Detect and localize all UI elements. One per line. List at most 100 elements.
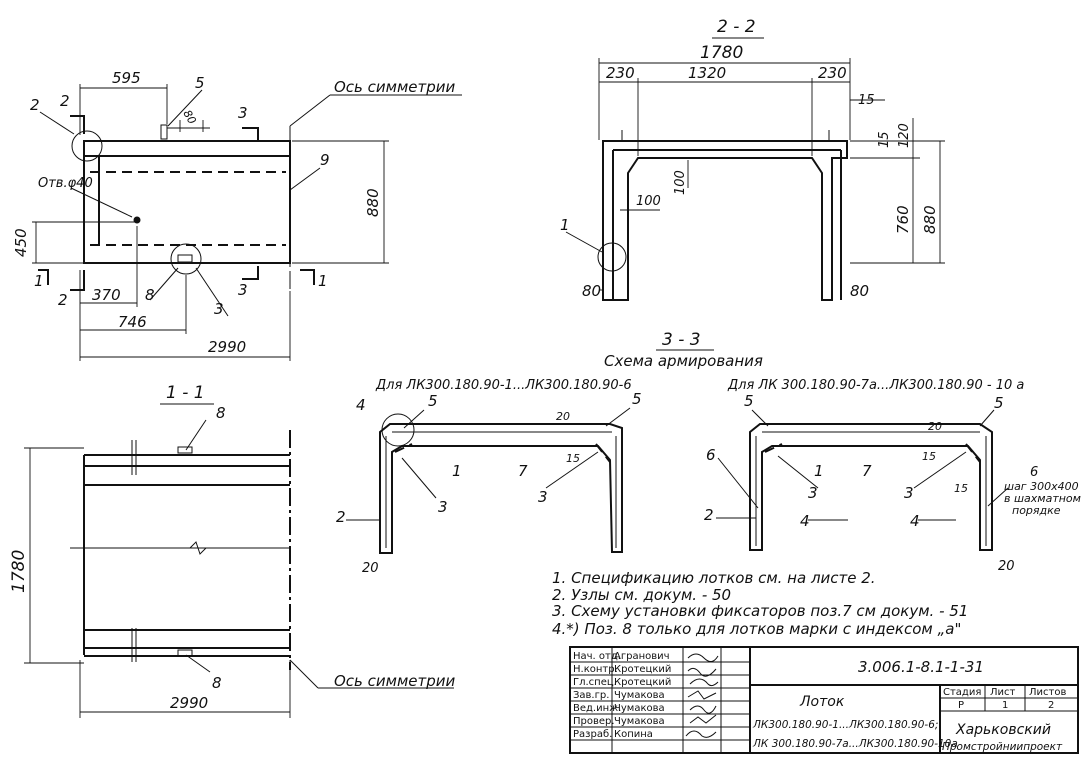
- dim-230-left: 230: [606, 64, 635, 82]
- marks-line-1: ЛК300.180.90-1...ЛК300.180.90-6;: [752, 719, 938, 731]
- signature: [687, 653, 719, 662]
- right-note-6: 6: [1030, 465, 1038, 480]
- org-line-2: Промстройниипроект: [942, 741, 1063, 753]
- axis-label-plan: Ось симметрии: [334, 78, 456, 96]
- right-dim-15b: 15: [954, 482, 968, 495]
- right-pos-2: 2: [704, 506, 714, 524]
- dim-760: 760: [894, 205, 912, 234]
- plan-view: 595 5 80 2 2 3 Ось симметрии 9 Отв.φ40 4…: [12, 69, 462, 361]
- dim-100-horiz: 100: [636, 194, 661, 209]
- trough-cross-section: [602, 140, 848, 301]
- dim-80-left: 80: [582, 282, 601, 300]
- name-5: Чумакова: [614, 716, 665, 727]
- right-pos-5a: 5: [744, 392, 754, 410]
- left-pos-7: 7: [518, 462, 528, 480]
- role-0: Нач. отд.: [573, 651, 621, 662]
- note-1: 1. Спецификацию лотков см. на листе 2.: [552, 569, 876, 587]
- name-0: Агранович: [614, 651, 670, 662]
- col-sheet: Лист: [990, 687, 1016, 698]
- section-2-2: 2 - 2 1780 230 1320 230 15 15 120 100 1: [560, 17, 945, 301]
- dim-80: 80: [180, 108, 198, 127]
- pos-8-top: 8: [216, 404, 226, 422]
- role-2: Гл.спец.: [573, 677, 617, 688]
- section-3-3-title: 3 - 3: [662, 330, 701, 350]
- left-dim-20b: 20: [556, 410, 570, 423]
- left-pos-5a: 5: [428, 392, 438, 410]
- pos-9-label: 9: [320, 151, 330, 169]
- role-5: Провер.: [573, 716, 615, 727]
- hole-label: Отв.φ40: [38, 176, 93, 191]
- cut-3-top: 3: [238, 104, 248, 122]
- section-2-2-title: 2 - 2: [717, 17, 756, 37]
- org-line-1: Харьковский: [955, 722, 1051, 738]
- left-dim-15: 15: [566, 452, 580, 465]
- dim-1320: 1320: [688, 64, 726, 82]
- dim-880-22: 880: [921, 205, 939, 234]
- right-note-6-line1: шаг 300х400: [1004, 480, 1079, 493]
- right-pos-6: 6: [706, 446, 716, 464]
- note-2: 2. Узлы см. докум. - 50: [552, 586, 731, 604]
- left-pos-4: 4: [356, 396, 366, 414]
- dim-15-mid: 15: [877, 131, 892, 148]
- role-6: Разраб.: [573, 729, 612, 740]
- right-dim-20a: 20: [928, 420, 942, 433]
- dim-880-plan: 880: [364, 188, 382, 217]
- pos-8-label: 8: [145, 286, 155, 304]
- reinforcement-right: 5 5 6 1 7 3 3 2 4 4 20 15 15 20 6 шаг 30…: [704, 392, 1081, 574]
- role-3: Зав.гр.: [573, 690, 609, 701]
- section-3-3: 3 - 3 Схема армирования Для ЛК300.180.90…: [336, 330, 1081, 576]
- dim-230-right: 230: [818, 64, 847, 82]
- name-3: Чумакова: [614, 690, 665, 701]
- cut-3-bottom: 3: [238, 281, 248, 299]
- right-pos-3b: 3: [904, 484, 914, 502]
- left-pos-1: 1: [452, 462, 462, 480]
- dim-100-vert: 100: [673, 170, 688, 195]
- axis-label-11: Ось симметрии: [334, 672, 456, 690]
- pos-2-label: 2: [30, 96, 40, 114]
- signature: [685, 730, 717, 738]
- left-pos-5b: 5: [632, 390, 642, 408]
- notes-block: 1. Спецификацию лотков см. на листе 2. 2…: [552, 569, 968, 638]
- doc-number: 3.006.1-8.1-1-31: [858, 658, 984, 676]
- left-dim-20a: 20: [362, 561, 379, 576]
- col-sheets: Листов: [1029, 687, 1066, 698]
- cut-2-top: 2: [60, 92, 70, 110]
- signature: [687, 690, 717, 700]
- right-dim-20b: 20: [998, 559, 1015, 574]
- right-caption: Для ЛК 300.180.90-7а...ЛК300.180.90 - 10…: [727, 378, 1024, 393]
- val-stage: Р: [958, 700, 964, 711]
- role-4: Вед.инж.: [573, 703, 621, 714]
- reinforcement-left: 4 5 5 1 7 3 3 2 20 20 15: [336, 390, 642, 576]
- node-2-circle: [71, 130, 103, 162]
- left-pos-2: 2: [336, 508, 346, 526]
- pos-1-label-22: 1: [560, 216, 570, 234]
- right-note-6-line2: в шахматном: [1004, 492, 1081, 505]
- section-1-1-title: 1 - 1: [166, 383, 205, 403]
- dim-120: 120: [897, 123, 912, 148]
- product-name: Лоток: [799, 694, 845, 710]
- right-note-6-line3: порядке: [1012, 504, 1061, 517]
- left-pos-3b: 3: [538, 488, 548, 506]
- right-pos-4a: 4: [800, 512, 810, 530]
- marks-line-2: ЛК 300.180.90-7а...ЛК300.180.90-10а: [752, 738, 958, 750]
- signature: [689, 714, 717, 724]
- dim-746: 746: [118, 313, 147, 331]
- dim-80-right: 80: [850, 282, 869, 300]
- dim-370: 370: [92, 286, 121, 304]
- name-2: Кротецкий: [614, 677, 671, 688]
- cut-1-left: 1: [34, 272, 44, 290]
- role-1: Н.контр.: [573, 664, 618, 675]
- right-pos-4b: 4: [910, 512, 920, 530]
- section-3-3-subtitle: Схема армирования: [604, 352, 763, 370]
- name-6: Копина: [614, 729, 653, 740]
- dim-1780-11: 1780: [9, 550, 29, 593]
- pos-3-label: 3: [214, 300, 224, 318]
- dim-595: 595: [112, 69, 141, 87]
- pos-8-bottom: 8: [212, 674, 222, 692]
- dim-450: 450: [12, 228, 30, 257]
- col-stage: Стадия: [943, 687, 981, 698]
- right-pos-1: 1: [814, 462, 824, 480]
- node-3-circle: [170, 243, 202, 275]
- left-pos-3a: 3: [438, 498, 448, 516]
